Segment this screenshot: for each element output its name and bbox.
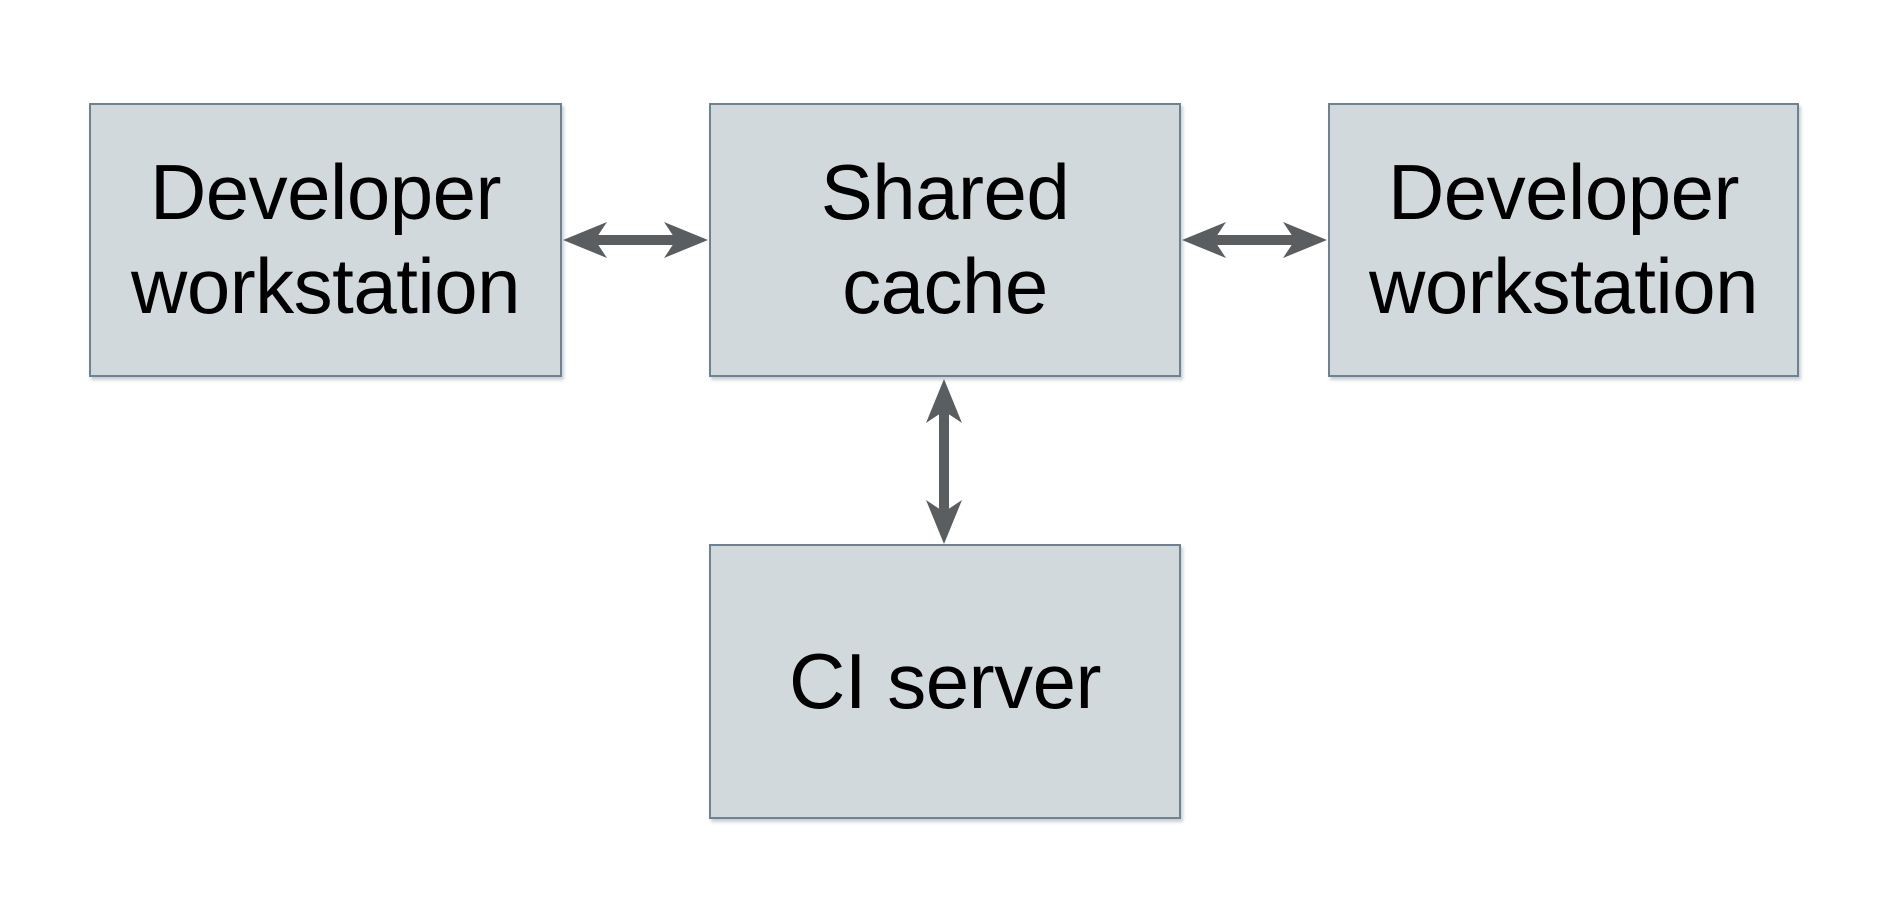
node-ci-server-label: CI server: [789, 636, 1101, 725]
node-shared-cache: Shared cache: [709, 103, 1181, 377]
bidirectional-arrow-icon: [562, 218, 709, 262]
node-ci-server: CI server: [709, 544, 1181, 819]
node-developer-workstation-left-label: Developer workstation: [131, 148, 521, 330]
node-developer-workstation-right-label: Developer workstation: [1369, 148, 1759, 330]
node-developer-workstation-left: Developer workstation: [89, 103, 562, 377]
node-developer-workstation-right: Developer workstation: [1328, 103, 1799, 377]
node-shared-cache-label: Shared cache: [820, 148, 1070, 330]
bidirectional-arrow-icon: [1181, 218, 1328, 262]
bidirectional-arrow-icon: [922, 378, 966, 545]
